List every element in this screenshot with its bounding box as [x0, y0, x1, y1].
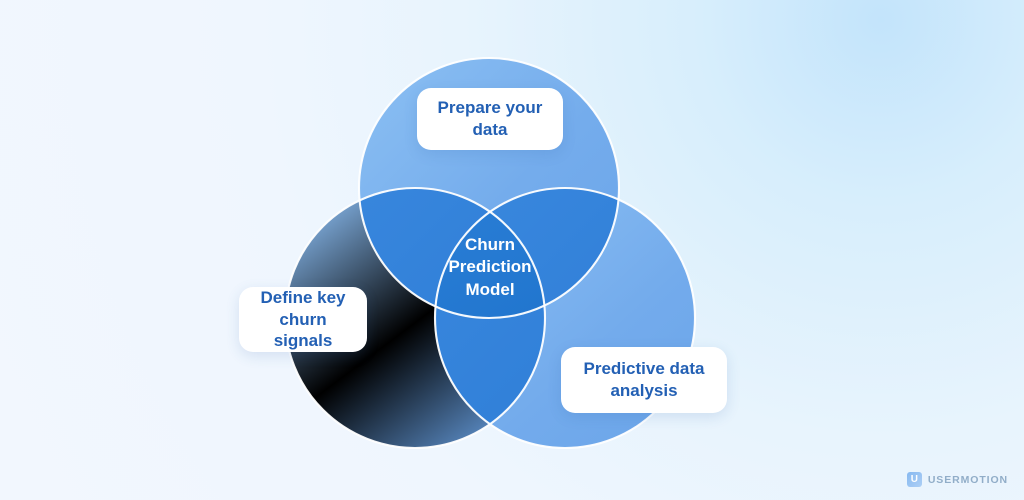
card-define-line-2: churn signals: [273, 309, 333, 351]
card-predictive-line-2: analysis: [610, 381, 678, 400]
venn-outline-predictive: [433, 186, 697, 450]
usermotion-watermark: U USERMOTION: [906, 472, 1008, 487]
usermotion-wordmark: USERMOTION: [927, 473, 1008, 486]
label-card-prepare-your-data[interactable]: Prepare your data: [417, 88, 563, 150]
label-card-define-key-churn-signals[interactable]: Define key churn signals: [239, 287, 367, 352]
card-prepare-line-2: data: [472, 120, 508, 139]
card-predictive-line-1: Predictive data: [583, 359, 705, 379]
card-prepare-line-1: Prepare your: [437, 98, 543, 118]
usermotion-logo-icon: U: [906, 472, 922, 487]
card-define-line-1: Define key: [260, 287, 346, 307]
overlap-triple-center: [435, 188, 545, 318]
venn-outline-prepare: [357, 56, 621, 320]
label-card-predictive-data-analysis[interactable]: Predictive data analysis: [561, 347, 727, 413]
